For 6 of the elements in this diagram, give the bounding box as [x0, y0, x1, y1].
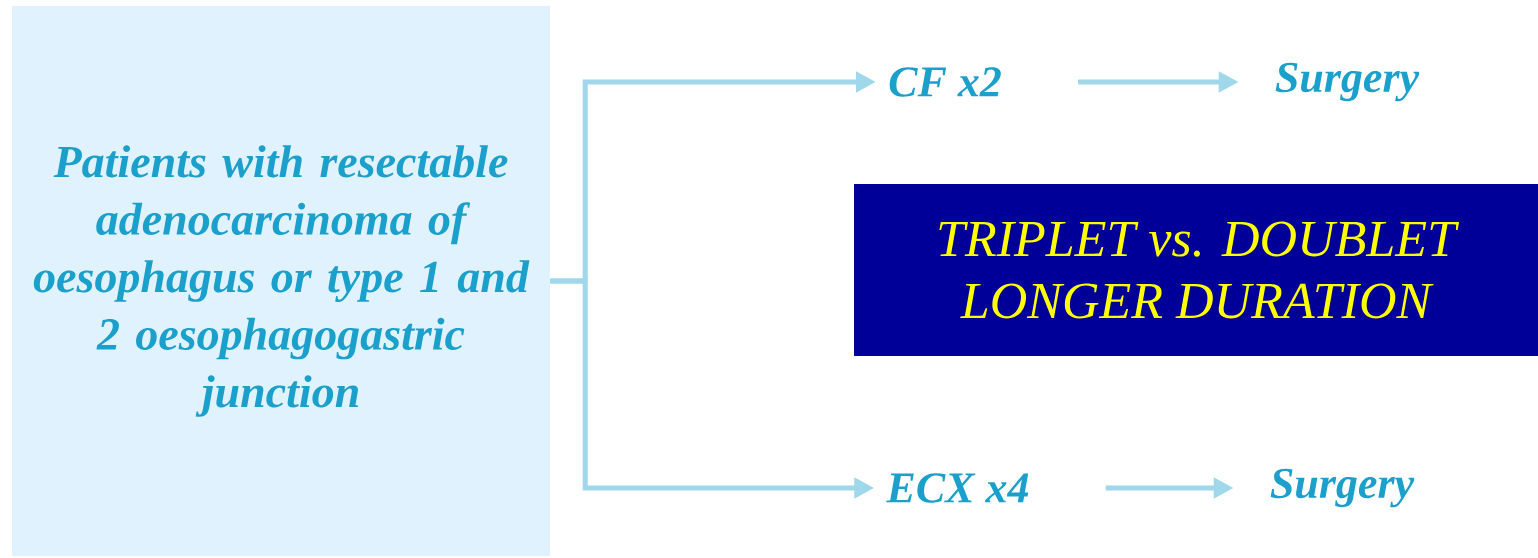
treatment-label: CF x2	[889, 67, 1001, 97]
treatment-label: Surgery	[1275, 62, 1420, 102]
banner-box: TRIPLET vs. DOUBLET LONGER DURATION	[854, 184, 1538, 356]
treatment-label: Surgery	[1270, 468, 1415, 508]
treatment-label: ECX x4	[886, 473, 1029, 503]
patient-box: Patients with resectable adenocarcinoma of oesophagus or type 1 and 2 oesophagogastric junction	[12, 6, 550, 556]
